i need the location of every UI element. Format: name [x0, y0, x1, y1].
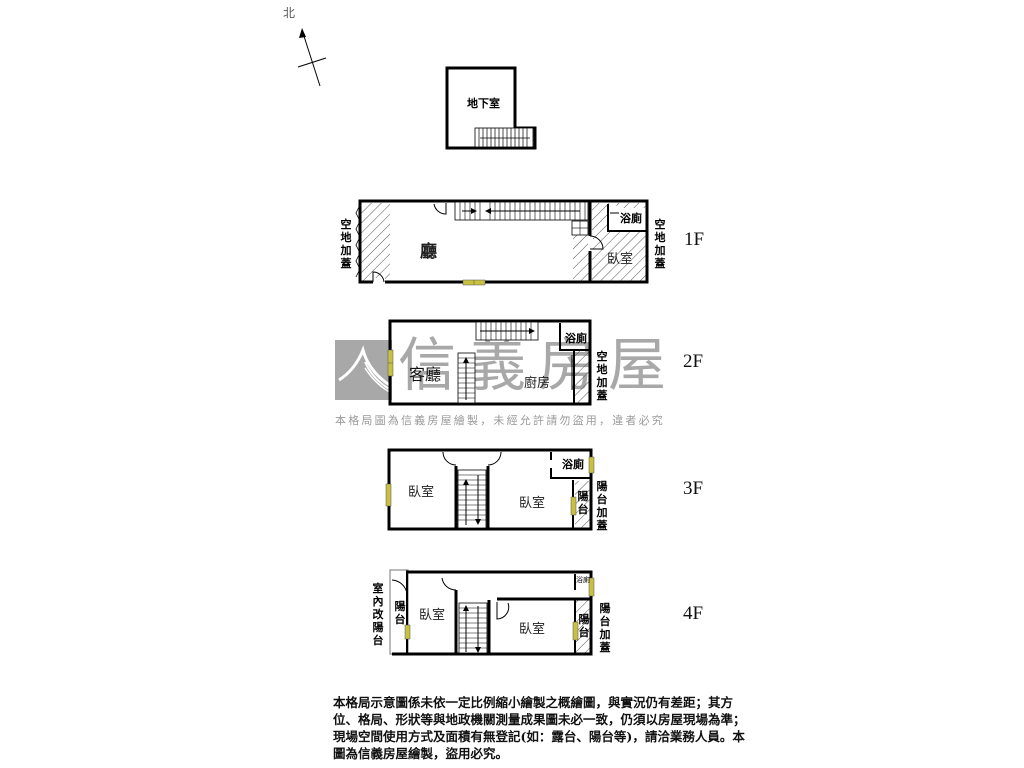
- floor-label-2f: 2F: [683, 351, 704, 372]
- f4-right-note: 陽台加蓋: [599, 602, 611, 654]
- room-f3-bath: 浴廁: [562, 458, 584, 471]
- basement-plan: [445, 66, 537, 150]
- watermark-brand: 信義房屋: [398, 331, 679, 399]
- room-f4-bedroom-left: 臥室: [419, 608, 446, 623]
- floor-label-4f: 4F: [683, 603, 704, 624]
- room-basement: 地下室: [467, 97, 500, 110]
- floor-label-3f: 3F: [683, 478, 704, 499]
- north-label: 北: [283, 6, 296, 20]
- f3-right-note: 陽台加蓋: [596, 480, 608, 532]
- floor-1-plan: [355, 199, 649, 286]
- floor-4-plan: [389, 569, 595, 656]
- room-kitchen: 廚房: [524, 376, 551, 391]
- room-f3-bedroom-left: 臥室: [408, 485, 435, 500]
- floor-3-plan: [385, 448, 595, 531]
- floor-label-1f: 1F: [684, 229, 705, 250]
- f1-right-note: 空地加蓋: [654, 218, 666, 270]
- f2-right-note: 空地加蓋: [596, 350, 608, 402]
- room-f2-bath: 浴廁: [565, 332, 587, 345]
- disclaimer-text: 本格局示意圖係未依一定比例縮小繪製之概繪圖，與實況仍有差距；其方位、格局、形狀等…: [333, 695, 746, 761]
- room-f3-balcony: 陽台: [577, 490, 589, 516]
- room-f3-bedroom-right: 臥室: [519, 496, 546, 511]
- room-f4-balcony-right: 陽台: [578, 613, 590, 639]
- room-hall: 廳: [420, 242, 437, 262]
- room-living: 客廳: [409, 365, 442, 384]
- room-f4-balcony-left: 陽台: [394, 600, 406, 626]
- watermark-notice: 本格局圖為信義房屋繪製，未經允許請勿盜用，違者必究: [335, 414, 665, 427]
- floor-2-plan: [387, 319, 592, 406]
- north-arrow-icon: [297, 28, 327, 87]
- room-f1-bedroom: 臥室: [607, 252, 634, 267]
- room-f4-bedroom-right: 臥室: [519, 622, 546, 637]
- room-f1-bath: 浴廁: [620, 212, 642, 225]
- f4-left-note: 室內改陽台: [372, 582, 384, 647]
- house-roof-icon: [338, 345, 392, 394]
- watermark-logo: [335, 340, 392, 400]
- f1-left-note: 空地加蓋: [340, 218, 352, 270]
- room-f4-bath: 浴廁: [576, 576, 590, 584]
